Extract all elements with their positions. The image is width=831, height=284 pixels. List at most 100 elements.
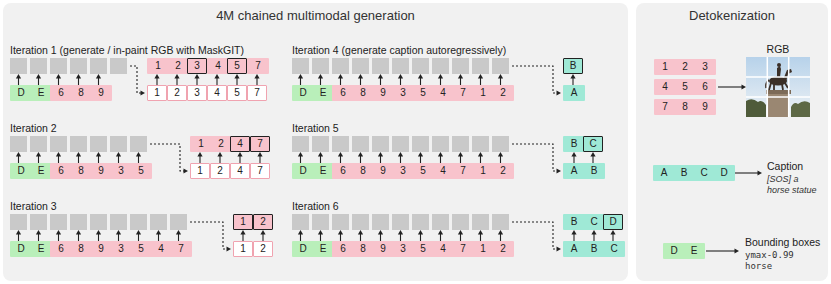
token-label: 4 — [432, 163, 454, 179]
token-label: 6 — [332, 163, 354, 179]
arrow-head — [338, 230, 343, 235]
arrow-head — [358, 230, 363, 235]
token-label: 1 — [190, 136, 212, 152]
arrow-head — [378, 152, 383, 157]
token: 8 — [70, 163, 92, 179]
edge-connector — [257, 152, 262, 163]
token-label: 4 — [231, 137, 249, 151]
token: C — [583, 214, 605, 230]
token: 7 — [247, 85, 267, 101]
masked-token — [130, 136, 147, 152]
edge-connector — [590, 152, 595, 163]
token: 4 — [230, 163, 250, 179]
token: 2 — [167, 58, 189, 74]
token: 2 — [253, 241, 273, 257]
token-label: D — [292, 163, 314, 179]
arrow-line — [38, 156, 39, 163]
arrow-head — [318, 74, 323, 79]
arrow-head — [260, 230, 265, 235]
token: 4 — [207, 85, 227, 101]
masked-token — [70, 214, 87, 230]
token-label: 7 — [251, 137, 269, 151]
arrow-head — [478, 230, 483, 235]
token: 1 — [233, 241, 253, 257]
arrow-line — [440, 234, 441, 241]
arrow-line — [98, 234, 99, 241]
arrow-line — [340, 234, 341, 241]
arrow-head — [557, 90, 562, 95]
token-label: E — [312, 241, 334, 257]
token: 1 — [190, 163, 210, 179]
arrow-head — [254, 74, 259, 79]
token: 8 — [70, 241, 92, 257]
token-label: 1 — [472, 241, 494, 257]
token: 8 — [352, 85, 374, 101]
arrow-line — [572, 78, 573, 85]
arrow-head — [398, 74, 403, 79]
token: E — [312, 241, 334, 257]
arrow-head — [318, 152, 323, 157]
arrow-head — [557, 246, 562, 251]
arrow-head — [498, 74, 503, 79]
token-label: 5 — [412, 163, 434, 179]
arrow-line — [300, 78, 301, 85]
arrow-line — [360, 78, 361, 85]
token-label: 5 — [228, 86, 246, 100]
masked-token — [492, 58, 509, 74]
arrow-line — [58, 156, 59, 163]
arrow-head — [570, 74, 575, 79]
token-label: 1 — [191, 164, 209, 178]
masked-token — [110, 214, 127, 230]
arrow-head — [318, 230, 323, 235]
token: 4 — [432, 85, 454, 101]
arrow-head — [398, 230, 403, 235]
arrow-head — [758, 170, 763, 175]
arrow-line — [500, 156, 501, 163]
arrow-head — [237, 152, 242, 157]
arrow-line — [78, 234, 79, 241]
token-label: 1 — [147, 58, 169, 74]
masked-token — [432, 214, 449, 230]
arrow-line — [593, 234, 594, 241]
token: 5 — [227, 58, 247, 74]
text-label: Iteration 5 — [292, 122, 339, 135]
masked-token — [392, 58, 409, 74]
token: 1 — [147, 85, 167, 101]
token-label: 5 — [130, 163, 152, 179]
arrow-line — [612, 234, 613, 241]
arrow-line — [98, 156, 99, 163]
arrow-line — [78, 78, 79, 85]
token-label: C — [584, 137, 602, 151]
edge-connector — [570, 74, 575, 85]
masked-token — [432, 136, 449, 152]
arrow-line — [340, 156, 341, 163]
token-label: 1 — [234, 242, 252, 256]
token: 5 — [412, 241, 434, 257]
arrow-line — [320, 234, 321, 241]
token: D — [292, 85, 314, 101]
arrow-line — [118, 156, 119, 163]
token-label: 8 — [352, 85, 374, 101]
token: 2 — [210, 136, 232, 152]
token: 9 — [90, 85, 112, 101]
edge-connector — [217, 152, 222, 163]
token-label: E — [30, 241, 52, 257]
token: 6 — [694, 79, 716, 95]
masked-token — [170, 214, 187, 230]
arrow-line — [480, 156, 481, 163]
dashed-connector — [512, 66, 557, 93]
text-label: Bounding boxes — [745, 236, 820, 249]
token: B — [563, 136, 585, 152]
arrow-line — [262, 234, 263, 241]
arrow-head — [16, 152, 21, 157]
masked-token — [472, 214, 489, 230]
text-label: Caption — [767, 160, 803, 173]
arrow-head — [458, 152, 463, 157]
token: 4 — [654, 79, 676, 95]
token: 2 — [492, 85, 514, 101]
arrow-line — [320, 78, 321, 85]
arrow-line — [480, 234, 481, 241]
token: 3 — [392, 241, 414, 257]
token: E — [30, 163, 52, 179]
